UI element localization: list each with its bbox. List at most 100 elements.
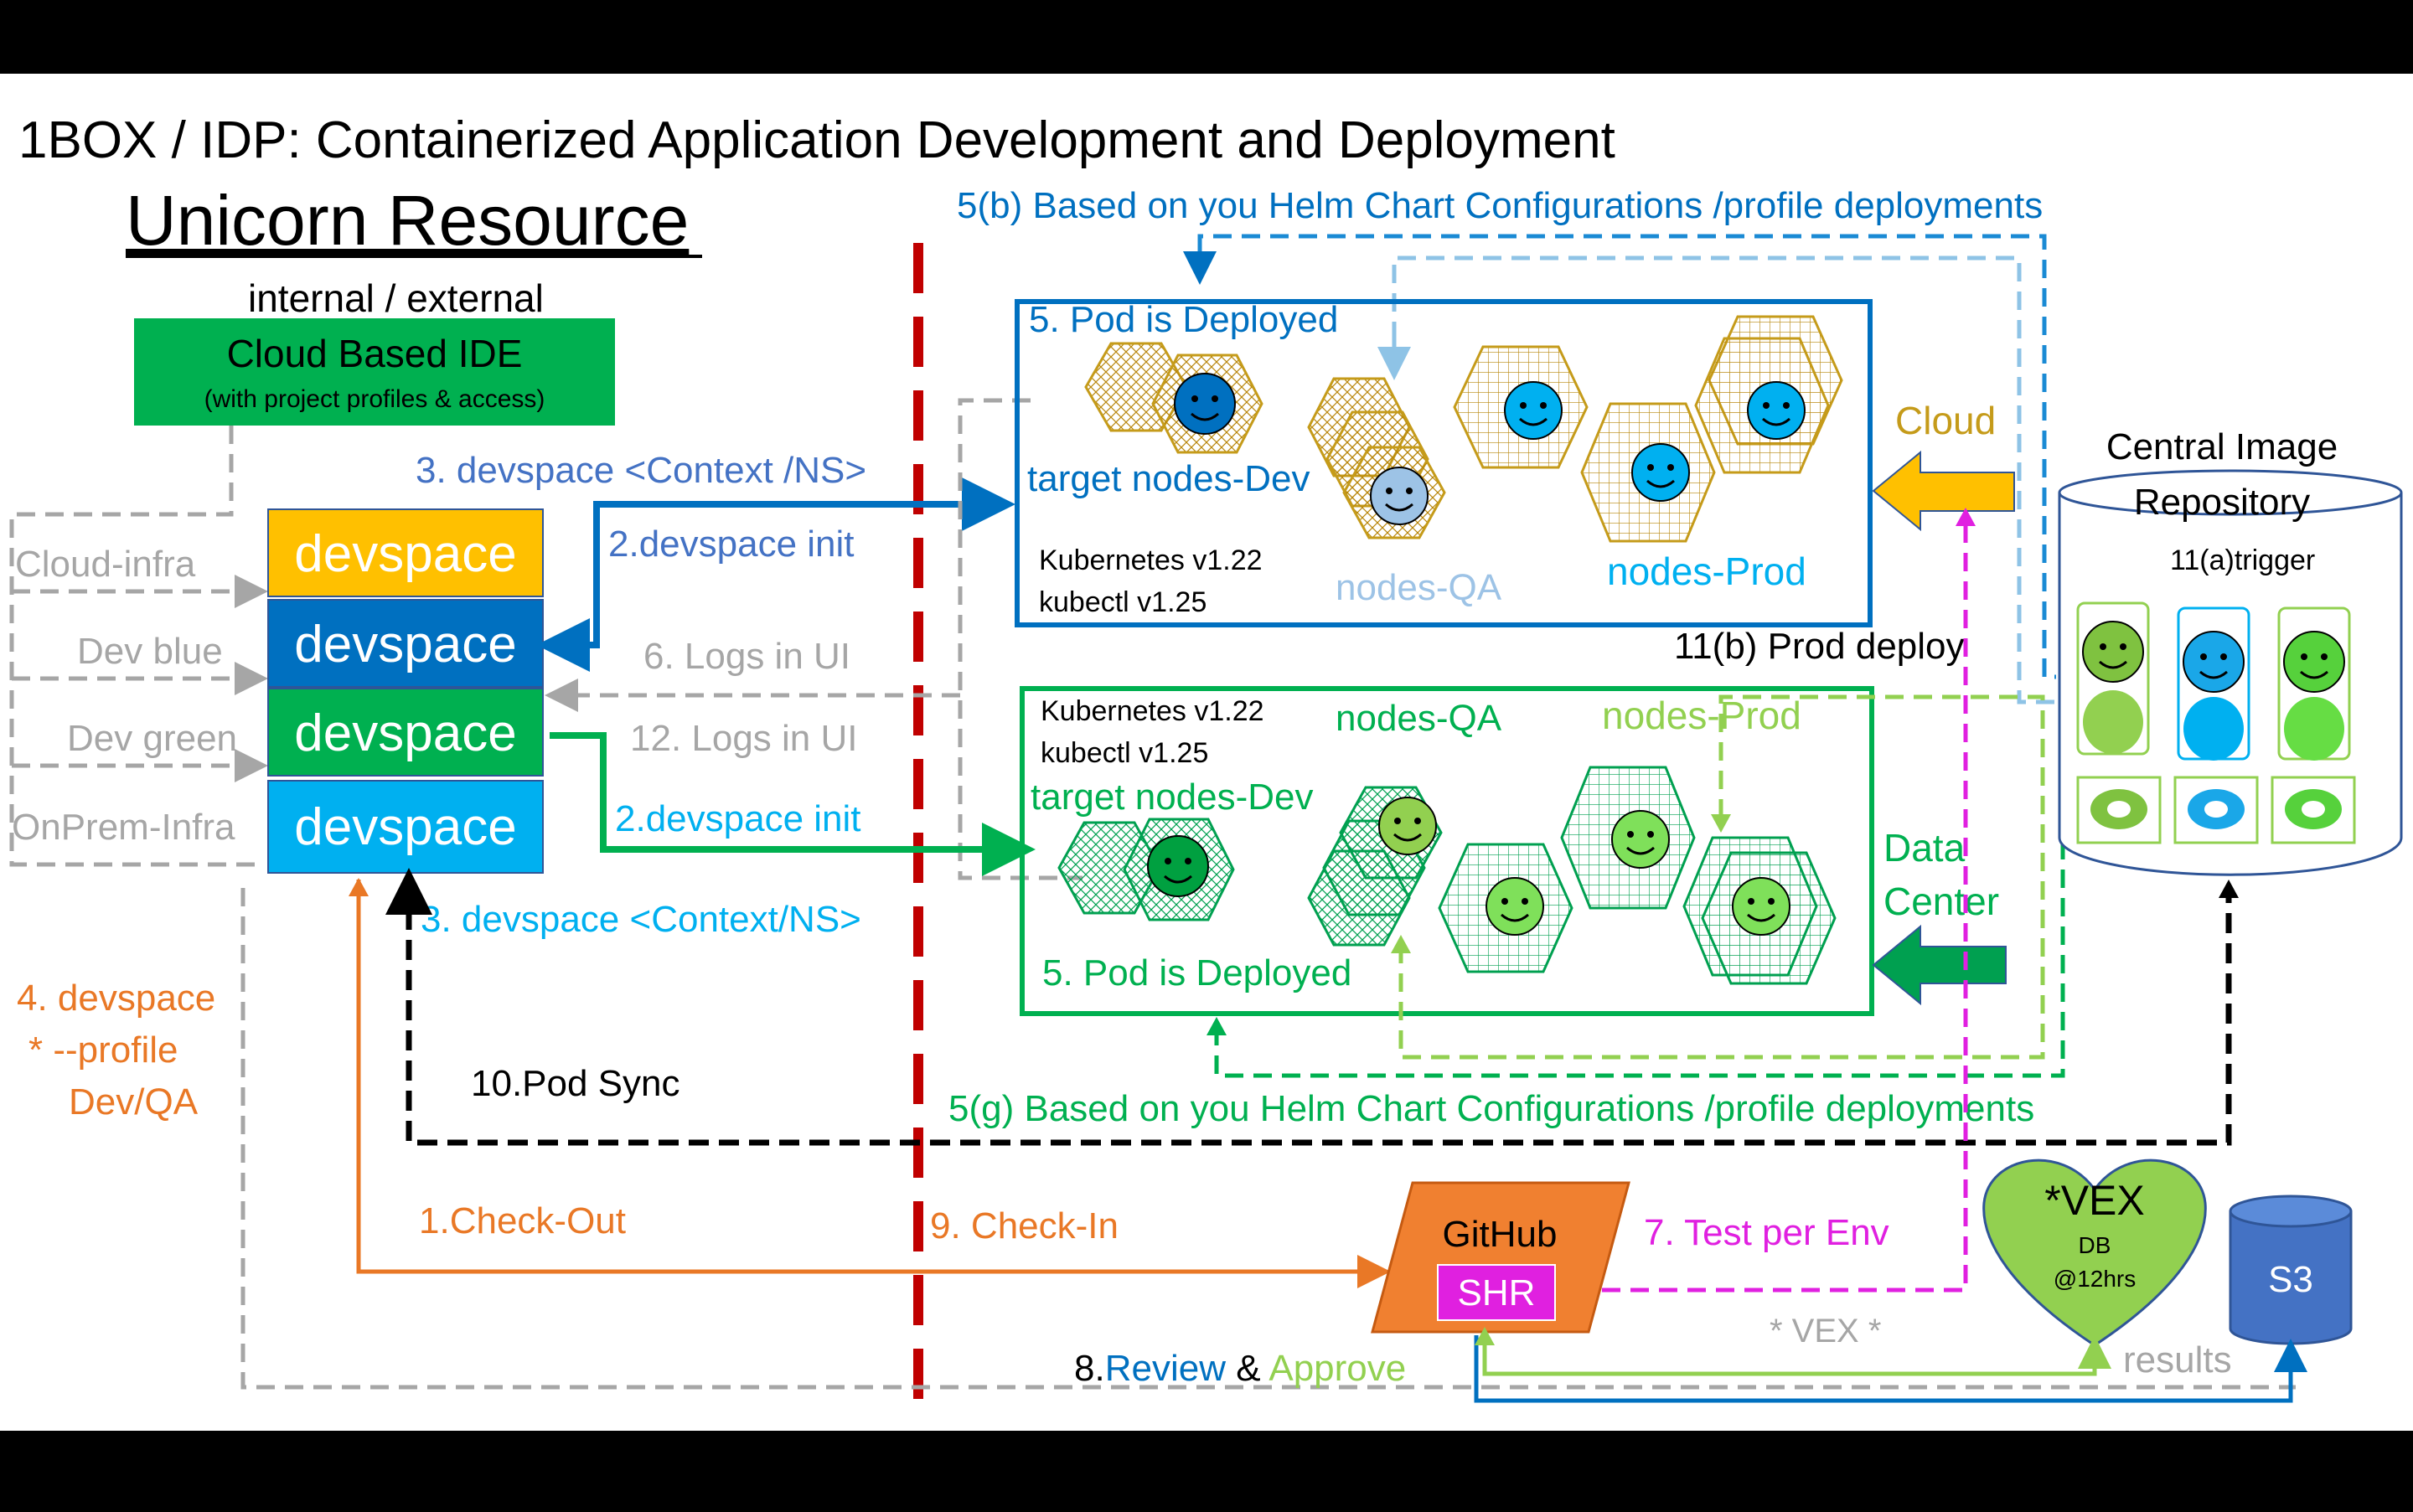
init-top-label: 2.devspace init bbox=[608, 524, 855, 565]
cloud-prod-label: nodes-Prod bbox=[1607, 550, 1806, 593]
devspace-stack: devspace devspace devspace devspace bbox=[267, 508, 544, 874]
dc-prod-pod-icon-2 bbox=[1611, 810, 1670, 869]
dc-kubectl-label: kubectl v1.25 bbox=[1041, 737, 1208, 769]
devspace-blue-box[interactable] bbox=[267, 599, 544, 688]
checkout-arrowhead bbox=[349, 878, 369, 896]
cloud-qa-node-group bbox=[1307, 377, 1446, 539]
repo-image-icon-3 bbox=[2283, 631, 2345, 693]
devspace-cloud-label: devspace bbox=[294, 525, 516, 583]
shr-badge-label: SHR bbox=[1458, 1272, 1536, 1313]
cloud-deployed-label: 5. Pod is Deployed bbox=[1029, 299, 1338, 340]
infra-label-dev-green: Dev green bbox=[67, 718, 237, 759]
vex-heart-shape bbox=[1982, 1159, 2207, 1347]
repo-dc-connector bbox=[1398, 694, 2045, 1060]
s3-cylinder-top bbox=[2229, 1195, 2353, 1228]
cloud-ide-box[interactable]: Cloud Based IDE (with project profiles &… bbox=[134, 318, 615, 426]
bottom-init-connector bbox=[550, 732, 1036, 876]
cloud-side-label: Cloud bbox=[1895, 399, 1996, 442]
checkout-label: 1.Check-Out bbox=[419, 1200, 626, 1241]
dc-prod-pod-icon-3 bbox=[1732, 877, 1790, 936]
infra-connectors bbox=[9, 426, 2296, 1390]
review-number: 8. bbox=[1074, 1348, 1105, 1389]
context-ns-bottom-label: 3. devspace <Context/NS> bbox=[421, 899, 861, 940]
dc-target-label: target nodes-Dev bbox=[1031, 777, 1314, 818]
test-env-label: 7. Test per Env bbox=[1644, 1212, 1889, 1253]
cloud-ide-title: Cloud Based IDE bbox=[227, 332, 523, 375]
infra-label-dev-blue: Dev blue bbox=[77, 631, 223, 672]
repo-trigger-label: 11(a)trigger bbox=[2170, 544, 2315, 576]
profile-line-2: * --profile bbox=[28, 1030, 178, 1071]
devspace-onprem-box[interactable] bbox=[267, 780, 544, 874]
checkout-connector bbox=[356, 880, 1391, 1288]
vex-title: *VEX bbox=[2044, 1177, 2145, 1224]
dc-side-label-2: Center bbox=[1883, 880, 1999, 923]
repo-dc-arrowhead-1 bbox=[1391, 935, 1411, 953]
cloud-qa-pod-icon bbox=[1370, 467, 1429, 525]
github-name: GitHub bbox=[1443, 1214, 1558, 1255]
vex-line-2: @12hrs bbox=[2054, 1266, 2136, 1292]
logs-12-label: 12. Logs in UI bbox=[630, 718, 858, 759]
helm-b-label: 5(b) Based on you Helm Chart Configurati… bbox=[957, 185, 2043, 226]
diagram-title: 1BOX / IDP: Containerized Application De… bbox=[18, 111, 1615, 169]
bottom-bar bbox=[0, 1431, 2413, 1508]
context-ns-top-label: 3. devspace <Context /NS> bbox=[416, 450, 866, 491]
profile-line-3: Dev/QA bbox=[69, 1081, 199, 1122]
approve-arrowhead bbox=[1475, 1327, 1495, 1345]
vex-flow-label: * VEX * bbox=[1770, 1313, 1881, 1349]
dc-dev-node-group bbox=[1057, 818, 1235, 921]
checkin-label: 9. Check-In bbox=[930, 1205, 1119, 1246]
profile-line-1: 4. devspace bbox=[17, 978, 215, 1019]
prod-deploy-label: 11(b) Prod deploy bbox=[1674, 626, 1965, 667]
pod-sync-arrowhead-right bbox=[2219, 880, 2239, 898]
results-label: results bbox=[2123, 1339, 2232, 1380]
test-env-arrowhead bbox=[1956, 508, 1976, 526]
devspace-onprem-label: devspace bbox=[294, 798, 516, 856]
cloud-ide-subtitle: (with project profiles & access) bbox=[204, 385, 545, 413]
cloud-cluster-box[interactable] bbox=[1015, 299, 1873, 627]
scope-label: internal / external bbox=[248, 276, 544, 320]
repo-image-green-dark bbox=[2076, 601, 2150, 756]
review-amp: & bbox=[1226, 1348, 1269, 1389]
pod-sync-label: 10.Pod Sync bbox=[471, 1063, 680, 1104]
dc-prod-label: nodes-Prod bbox=[1602, 694, 1801, 737]
logs-6-label: 6. Logs in UI bbox=[643, 636, 850, 677]
cloud-prod-pod-icon-2 bbox=[1631, 443, 1690, 502]
review-approve-label: 8.Review & Approve bbox=[1074, 1348, 1406, 1389]
repo-image-icon-1 bbox=[2082, 621, 2144, 683]
repo-image-green-light bbox=[2277, 606, 2351, 761]
cloud-prod-node-group bbox=[1453, 315, 1843, 543]
top-init-connector bbox=[536, 477, 1015, 672]
devspace-green-box[interactable] bbox=[267, 688, 544, 777]
review-connectors bbox=[1474, 1335, 2307, 1403]
cloud-prod-pod-icon-1 bbox=[1504, 381, 1563, 440]
s3-label: S3 bbox=[2268, 1259, 2313, 1300]
test-env-connector bbox=[1555, 524, 1968, 1307]
datacenter-cluster-box[interactable] bbox=[1020, 686, 1874, 1016]
vex-line-1: DB bbox=[2079, 1232, 2111, 1258]
cloud-target-label: target nodes-Dev bbox=[1027, 458, 1310, 499]
cloud-ide-background bbox=[134, 318, 615, 426]
s3-bucket[interactable]: S3 bbox=[2229, 1195, 2353, 1345]
dc-prod-pod-icon-1 bbox=[1486, 877, 1544, 936]
cloud-input-arrow bbox=[1872, 450, 2015, 532]
dc-side-label-1: Data bbox=[1883, 826, 1966, 870]
review-word: Review bbox=[1105, 1348, 1226, 1389]
vex-db-heart[interactable]: *VEX DB @12hrs bbox=[1982, 1159, 2207, 1347]
dc-k8s-label: Kubernetes v1.22 bbox=[1041, 695, 1264, 727]
dc-qa-pod-icon bbox=[1378, 797, 1437, 855]
cloud-qa-label: nodes-QA bbox=[1336, 567, 1502, 608]
github-shape bbox=[1371, 1181, 1630, 1334]
devspace-cloud-box[interactable] bbox=[267, 508, 544, 597]
repo-dc-arrowhead-2 bbox=[1711, 814, 1731, 833]
devspace-blue-label: devspace bbox=[294, 616, 516, 673]
shr-badge[interactable] bbox=[1437, 1264, 1556, 1321]
github-repo[interactable]: GitHub SHR bbox=[1371, 1181, 1630, 1334]
dc-input-arrow bbox=[1872, 924, 2007, 1006]
cloud-dev-node-group bbox=[1084, 342, 1263, 454]
repo-cylinder-top bbox=[2058, 469, 2403, 516]
repo-cloud-connector bbox=[1377, 255, 2085, 704]
helm-g-arrowhead bbox=[1206, 1017, 1227, 1035]
devspace-green-label: devspace bbox=[294, 704, 516, 762]
approve-word: Approve bbox=[1269, 1348, 1406, 1389]
